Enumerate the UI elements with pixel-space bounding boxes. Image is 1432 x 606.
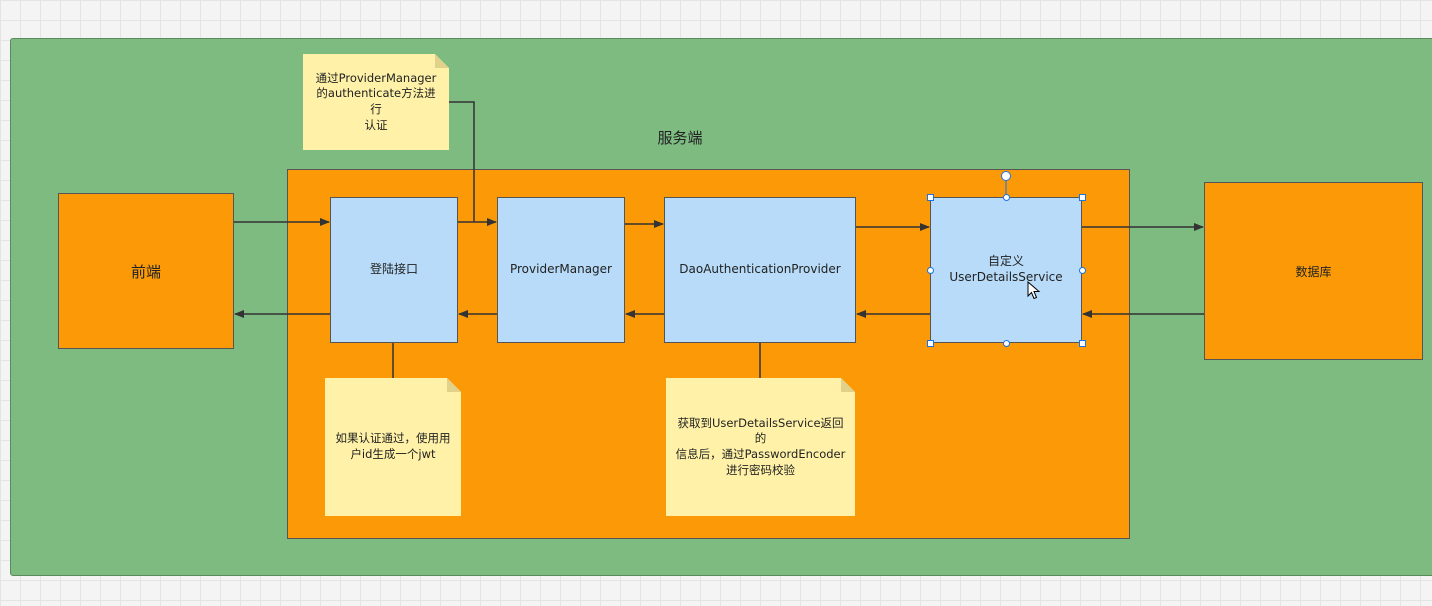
mouse-cursor-icon bbox=[1027, 281, 1041, 300]
resize-handle-left[interactable] bbox=[927, 267, 934, 274]
login-endpoint-node[interactable]: 登陆接口 bbox=[330, 197, 458, 343]
note-authenticate[interactable]: 通过ProviderManager 的authenticate方法进行 认证 bbox=[303, 54, 449, 150]
dao-authentication-provider-node[interactable]: DaoAuthenticationProvider bbox=[664, 197, 856, 343]
note-password-check-line2: 信息后，通过PasswordEncoder bbox=[675, 447, 846, 461]
resize-handle-right[interactable] bbox=[1079, 267, 1086, 274]
user-details-service-label-line1: 自定义 bbox=[987, 254, 1024, 269]
database-label: 数据库 bbox=[1295, 264, 1332, 279]
note-authenticate-line3: 认证 bbox=[364, 117, 388, 132]
user-details-service-label-line2: UserDetailsService bbox=[949, 270, 1063, 284]
rotate-handle[interactable] bbox=[1001, 171, 1011, 181]
provider-manager-node[interactable]: ProviderManager bbox=[497, 197, 625, 343]
resize-handle-top-left[interactable] bbox=[927, 194, 934, 201]
resize-handle-bottom-left[interactable] bbox=[927, 340, 934, 347]
note-authenticate-line1: 通过ProviderManager bbox=[315, 70, 437, 85]
server-label: 服务端 bbox=[657, 129, 703, 147]
resize-handle-top[interactable] bbox=[1003, 194, 1010, 201]
dao-authentication-provider-label: DaoAuthenticationProvider bbox=[679, 262, 841, 277]
note-password-check-line1: 获取到UserDetailsService返回的 bbox=[677, 415, 844, 446]
frontend-node[interactable]: 前端 bbox=[58, 193, 234, 349]
connector-note-authenticate[interactable] bbox=[449, 101, 475, 222]
note-jwt-line1: 如果认证通过，使用用 bbox=[335, 431, 451, 446]
note-password-check[interactable]: 获取到UserDetailsService返回的 信息后，通过PasswordE… bbox=[666, 378, 855, 516]
frontend-label: 前端 bbox=[130, 262, 161, 281]
resize-handle-bottom[interactable] bbox=[1003, 340, 1010, 347]
note-jwt[interactable]: 如果认证通过，使用用 户id生成一个jwt bbox=[325, 378, 461, 516]
login-endpoint-label: 登陆接口 bbox=[369, 262, 418, 277]
resize-handle-bottom-right[interactable] bbox=[1079, 340, 1086, 347]
provider-manager-label: ProviderManager bbox=[509, 262, 612, 277]
note-jwt-line2: 户id生成一个jwt bbox=[350, 447, 436, 461]
note-password-check-line3: 进行密码校验 bbox=[726, 462, 795, 477]
user-details-service-node[interactable]: 自定义 UserDetailsService bbox=[930, 197, 1082, 343]
resize-handle-top-right[interactable] bbox=[1079, 194, 1086, 201]
database-node[interactable]: 数据库 bbox=[1204, 182, 1423, 360]
note-authenticate-line2: 的authenticate方法进行 bbox=[316, 86, 436, 116]
